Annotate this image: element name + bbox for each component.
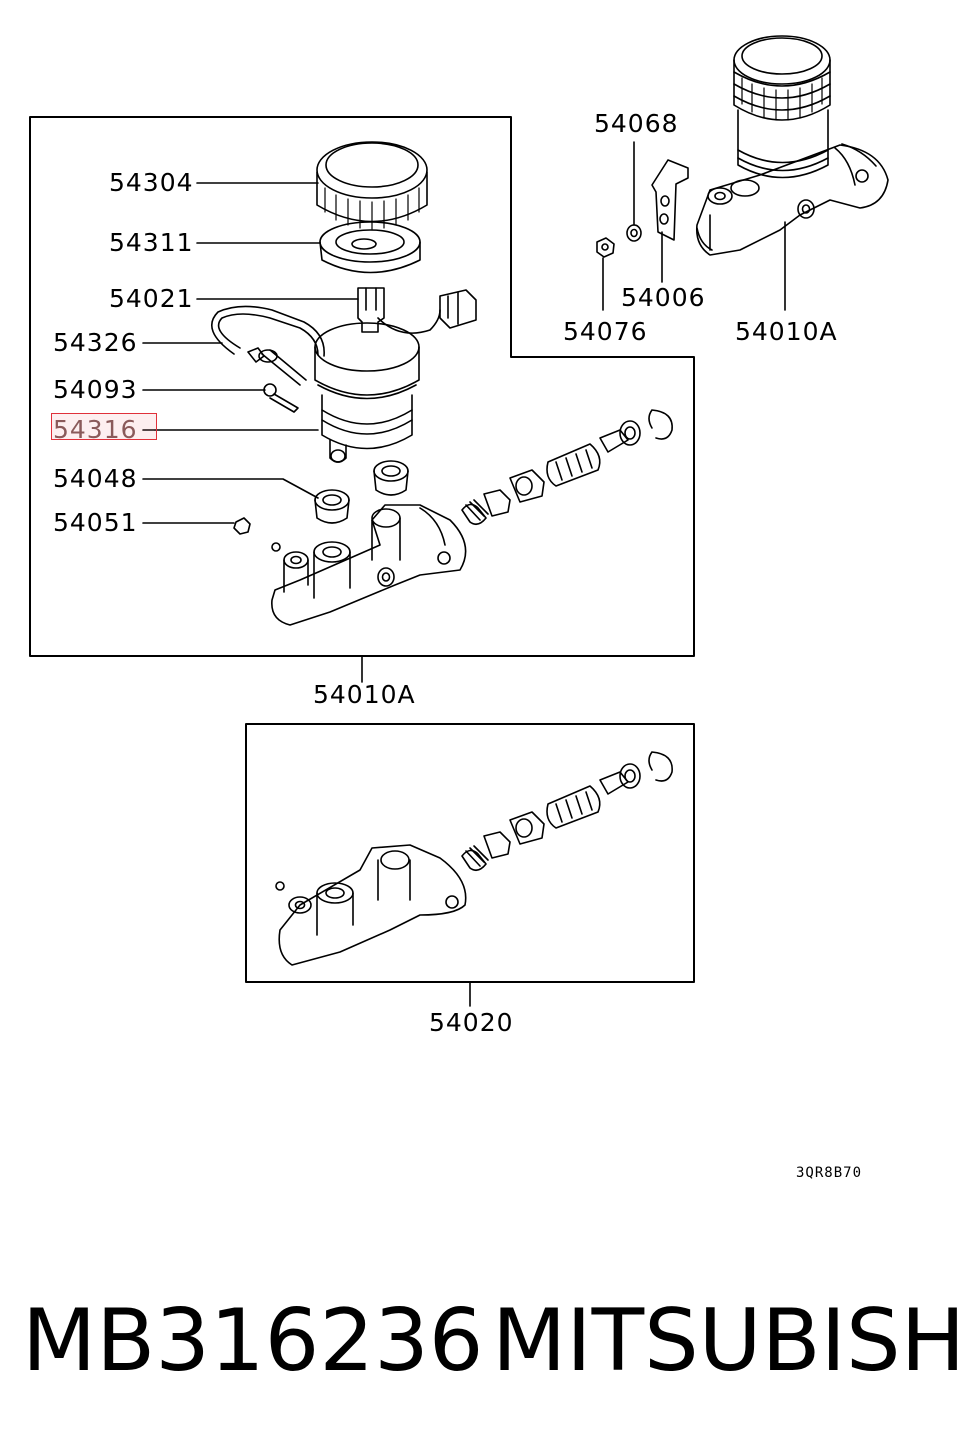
assembly-frame-54020 [245,723,695,983]
callout-54093[interactable]: 54093 [53,375,138,404]
drawing-code: 3QR8B70 [796,1165,863,1181]
reservoir-body-drawing [314,322,420,463]
bracket-nut-washer-drawing [596,159,689,258]
piston-spring-kit-drawing [461,409,673,526]
callout-54010a-assembly-main[interactable]: 54010A [313,680,416,709]
callout-54021[interactable]: 54021 [109,284,194,313]
cylinder-subassembly-drawing [275,751,673,966]
reservoir-hose-drawing [211,305,325,386]
cylinder-body-drawing [271,504,467,626]
brand-text: MITSUBISHI [492,1291,960,1391]
callout-54006[interactable]: 54006 [621,283,706,312]
callout-54020[interactable]: 54020 [429,1008,514,1037]
callout-54010a-assembly-right[interactable]: 54010A [735,317,838,346]
callout-54068[interactable]: 54068 [594,109,679,138]
union-bolt-drawing [233,517,281,552]
grommets-drawing [314,460,409,524]
assembled-master-cylinder-drawing [695,35,889,256]
callout-54326[interactable]: 54326 [53,328,138,357]
hose-clip-drawing [263,383,299,413]
callout-54048[interactable]: 54048 [53,464,138,493]
callout-54076[interactable]: 54076 [563,317,648,346]
assembly-frame-54010a [29,116,695,657]
callout-54051[interactable]: 54051 [53,508,138,537]
cap-seal-drawing [319,221,421,274]
part-caption: MB316236 MITSUBISHI [22,1286,960,1396]
highlight-box-54316 [51,413,157,440]
callout-54304[interactable]: 54304 [109,168,194,197]
level-sensor-drawing [357,287,477,334]
leader-lines [142,141,786,1007]
reservoir-cap-drawing [316,141,428,230]
callout-54316-highlighted[interactable]: 54316 [53,415,138,444]
callout-54311[interactable]: 54311 [109,228,194,257]
part-number-text: MB316236 [22,1291,484,1391]
